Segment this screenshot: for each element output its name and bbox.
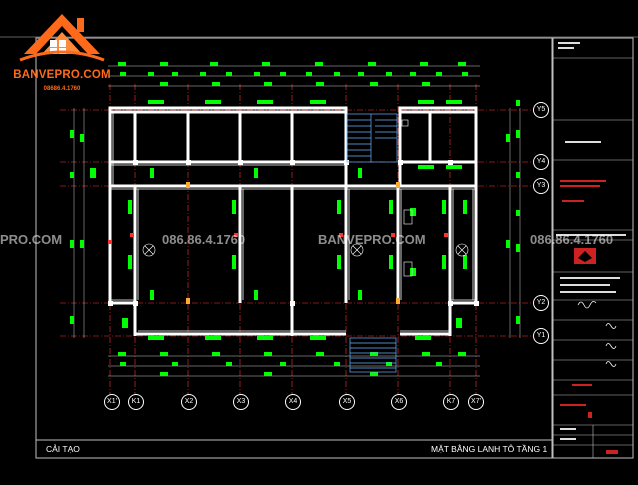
watermark-site-left: PRO.COM [0,232,63,247]
axis-label-y3: Y3 [533,178,549,194]
axis-label-y4: Y4 [533,154,549,170]
signature-icon [605,343,617,349]
doors [401,119,413,277]
dimension-lines [73,65,521,377]
stair-lower [349,337,397,373]
window-markers [108,233,448,244]
signature-icon [605,323,617,329]
signature-icon [605,361,617,367]
gridlines [60,84,532,395]
axis-label-x3: X3 [233,394,249,410]
title-block [552,37,634,459]
axis-label-k1: K1 [128,394,144,410]
axis-label-x5: X5 [339,394,355,410]
column-marks [186,182,400,304]
watermark-phone-right: 086.86.4.1760 [530,232,614,247]
watermark-site-center: BANVEPRO.COM [318,232,426,247]
axis-label-y2: Y2 [533,295,549,311]
brand-phone: 08686.4.1760 [43,86,81,92]
axis-label-x4: X4 [285,394,301,410]
signature-icon [577,301,597,309]
axis-label-x6: X6 [391,394,407,410]
house-logo-icon [19,14,105,62]
building-walls [108,106,478,336]
brand-name: BANVEPRO.COM [13,69,111,81]
dimension-text [70,62,520,376]
axis-label-k7: K7 [443,394,459,410]
axis-label-y5: Y5 [533,102,549,118]
project-label: CẢI TẠO [46,444,80,454]
columns [108,160,479,306]
sheet-title: MẶT BẰNG LANH TÔ TẦNG 1 [431,444,548,454]
brand-logo: BANVEPRO.COM 08686.4.1760 [6,10,118,102]
drawing-frame [35,37,553,459]
lintel-tags [90,100,467,340]
wall-inner-lines [110,112,476,332]
stair-upper [346,113,398,163]
axis-label-x2: X2 [181,394,197,410]
opening-marks [142,243,469,257]
watermark-phone-left: 086.86.4.1760 [162,232,246,247]
axis-label-x7p: X7' [468,394,484,410]
axis-label-x1p: X1' [104,394,120,410]
axis-label-y1: Y1 [533,328,549,344]
